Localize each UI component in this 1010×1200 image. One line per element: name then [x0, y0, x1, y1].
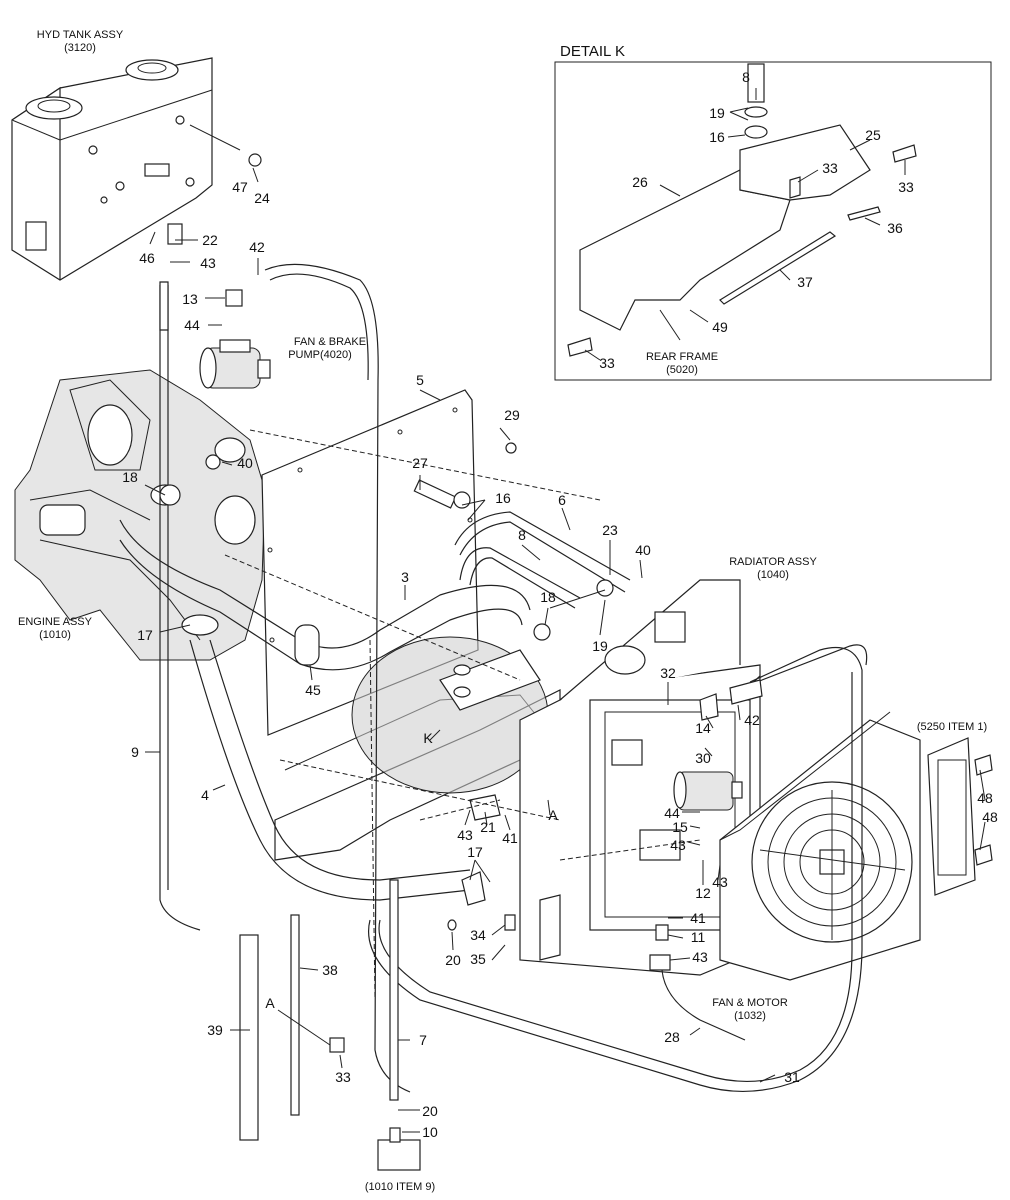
- detail-callout-26: 26: [632, 174, 648, 190]
- callout-31: 31: [784, 1069, 800, 1085]
- callout-24: 24: [254, 190, 270, 206]
- callout-48b: 48: [982, 809, 998, 825]
- detail-k-title: DETAIL K: [560, 43, 625, 60]
- engine-code: (1010): [39, 629, 71, 641]
- callout-K: K: [423, 730, 433, 746]
- callout-47: 47: [232, 179, 248, 195]
- callout-33a: 33: [335, 1069, 351, 1085]
- callout-27: 27: [412, 455, 428, 471]
- callout-43b: 43: [457, 827, 473, 843]
- callout-30: 30: [695, 750, 711, 766]
- callout-8a: 8: [518, 527, 526, 543]
- callout-4: 4: [201, 787, 209, 803]
- engine-title: ENGINE ASSY: [18, 616, 93, 628]
- radiator-title: RADIATOR ASSY: [729, 556, 817, 568]
- rear-frame-code: (5020): [666, 364, 698, 376]
- hyd-tank-code: (3120): [64, 42, 96, 54]
- callout-41b: 41: [690, 910, 706, 926]
- callout-40b: 40: [635, 542, 651, 558]
- callout-43a: 43: [200, 255, 216, 271]
- detail-callout-49: 49: [712, 319, 728, 335]
- callout-40a: 40: [237, 455, 253, 471]
- leader-lines: [144, 88, 986, 1133]
- fan-brake-pump-title: FAN & BRAKE: [294, 336, 366, 348]
- hyd-tank-assembly: [11, 57, 213, 281]
- detail-callout-33c: 33: [599, 355, 615, 371]
- hyd-tank-title: HYD TANK ASSY: [37, 29, 124, 41]
- callout-13: 13: [182, 291, 198, 307]
- callout-6: 6: [558, 492, 566, 508]
- callout-43c: 43: [670, 837, 686, 853]
- callout-19a: 19: [592, 638, 608, 654]
- callout-17a: 17: [137, 627, 153, 643]
- callout-42a: 42: [249, 239, 265, 255]
- callout-17b: 17: [467, 844, 483, 860]
- callout-45: 45: [305, 682, 321, 698]
- detail-k-box: DETAIL K: [554, 43, 992, 381]
- fan-motor-assembly: [719, 711, 921, 981]
- callout-18a: 18: [122, 469, 138, 485]
- callout-18b: 18: [540, 589, 556, 605]
- detail-callout-16: 16: [709, 129, 725, 145]
- callout-10: 10: [422, 1124, 438, 1140]
- callout-12: 12: [695, 885, 711, 901]
- callout-46: 46: [139, 250, 155, 266]
- callout-20b: 20: [422, 1103, 438, 1119]
- detail-callout-33a: 33: [822, 160, 838, 176]
- callout-32: 32: [660, 665, 676, 681]
- fan-motor-title: FAN & MOTOR: [712, 997, 788, 1009]
- hydraulic-motor: [673, 771, 743, 811]
- engine-assembly: [14, 369, 266, 661]
- callout-16a: 16: [495, 490, 511, 506]
- callout-9: 9: [131, 744, 139, 760]
- callout-22: 22: [202, 232, 218, 248]
- callout-15: 15: [672, 819, 688, 835]
- callout-44b: 44: [664, 805, 680, 821]
- rear-frame-title: REAR FRAME: [646, 351, 718, 363]
- detail-callout-37: 37: [797, 274, 813, 290]
- callout-21: 21: [480, 819, 496, 835]
- reference-lines: [224, 429, 701, 1001]
- fan-brake-pump: [199, 339, 271, 389]
- callout-43d: 43: [712, 874, 728, 890]
- callout-44a: 44: [184, 317, 200, 333]
- callout-34: 34: [470, 927, 486, 943]
- callout-5: 5: [416, 372, 424, 388]
- radiator-code: (1040): [757, 569, 789, 581]
- callout-41a: 41: [502, 830, 518, 846]
- callout-29: 29: [504, 407, 520, 423]
- callout-48a: 48: [977, 790, 993, 806]
- callout-38: 38: [322, 962, 338, 978]
- callout-39: 39: [207, 1022, 223, 1038]
- item-5250-label: (5250 ITEM 1): [917, 721, 987, 733]
- callout-43e: 43: [692, 949, 708, 965]
- callout-23: 23: [602, 522, 618, 538]
- detail-callout-33b: 33: [898, 179, 914, 195]
- detail-callout-36: 36: [887, 220, 903, 236]
- callout-42b: 42: [744, 712, 760, 728]
- callout-14: 14: [695, 720, 711, 736]
- callout-20a: 20: [445, 952, 461, 968]
- callout-35: 35: [470, 951, 486, 967]
- callout-A2: A: [265, 995, 275, 1011]
- oil-cooler-bracket: [927, 737, 993, 896]
- assembly-labels: HYD TANK ASSY (3120) FAN & BRAKE PUMP(40…: [18, 29, 987, 1193]
- callout-7: 7: [419, 1032, 427, 1048]
- callout-3: 3: [401, 569, 409, 585]
- fan-brake-pump-code: PUMP(4020): [288, 349, 352, 361]
- callout-11: 11: [691, 929, 706, 945]
- callout-28: 28: [664, 1029, 680, 1045]
- callout-A1: A: [548, 807, 558, 823]
- part-callouts: 47 24 22 46 43 42 13 44 5 29 40 18 27 16…: [122, 69, 998, 1140]
- detail-callout-19: 19: [709, 105, 725, 121]
- detail-callout-8: 8: [742, 69, 750, 85]
- item-1010-label: (1010 ITEM 9): [365, 1181, 435, 1193]
- fan-motor-code: (1032): [734, 1010, 766, 1022]
- detail-callout-25: 25: [865, 127, 881, 143]
- seal-strips: [239, 914, 345, 1141]
